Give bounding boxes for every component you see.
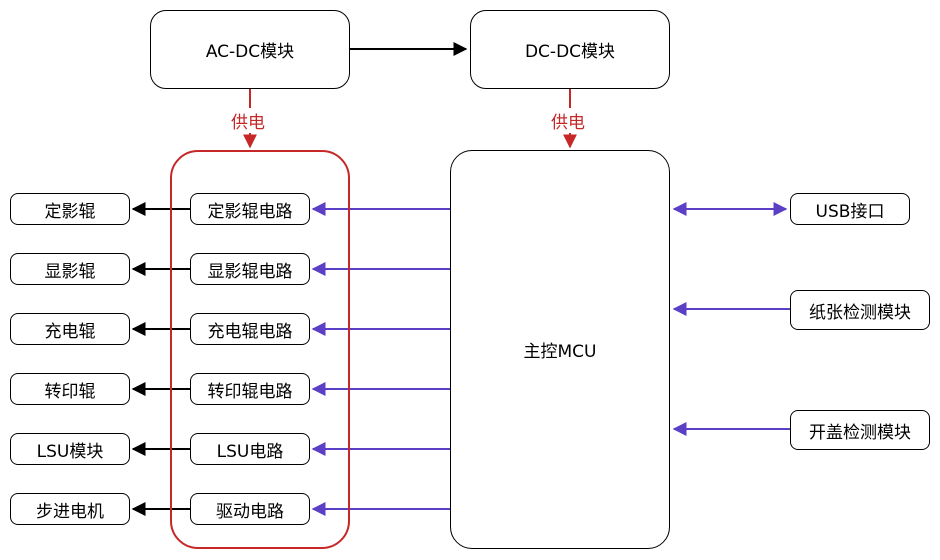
dcdc-module: DC-DC模块 bbox=[470, 10, 670, 89]
circuit-box: 显影辊电路 bbox=[190, 253, 310, 285]
device-box: LSU模块 bbox=[10, 433, 130, 465]
usb-interface: USB接口 bbox=[790, 193, 910, 225]
paper-detect-module: 纸张检测模块 bbox=[790, 290, 930, 330]
circuit-box: 充电辊电路 bbox=[190, 313, 310, 345]
circuit-group bbox=[170, 150, 350, 549]
device-box: 显影辊 bbox=[10, 253, 130, 285]
device-box: 定影辊 bbox=[10, 193, 130, 225]
device-box: 转印辊 bbox=[10, 373, 130, 405]
device-box: 充电辊 bbox=[10, 313, 130, 345]
circuit-box: 转印辊电路 bbox=[190, 373, 310, 405]
acdc-module: AC-DC模块 bbox=[150, 10, 350, 89]
circuit-box: 定影辊电路 bbox=[190, 193, 310, 225]
circuit-box: 驱动电路 bbox=[190, 493, 310, 525]
circuit-box: LSU电路 bbox=[190, 433, 310, 465]
power-label: 供电 bbox=[550, 108, 586, 133]
cover-detect-module: 开盖检测模块 bbox=[790, 410, 930, 450]
main-mcu: 主控MCU bbox=[450, 150, 670, 549]
power-label: 供电 bbox=[230, 108, 266, 133]
device-box: 步进电机 bbox=[10, 493, 130, 525]
